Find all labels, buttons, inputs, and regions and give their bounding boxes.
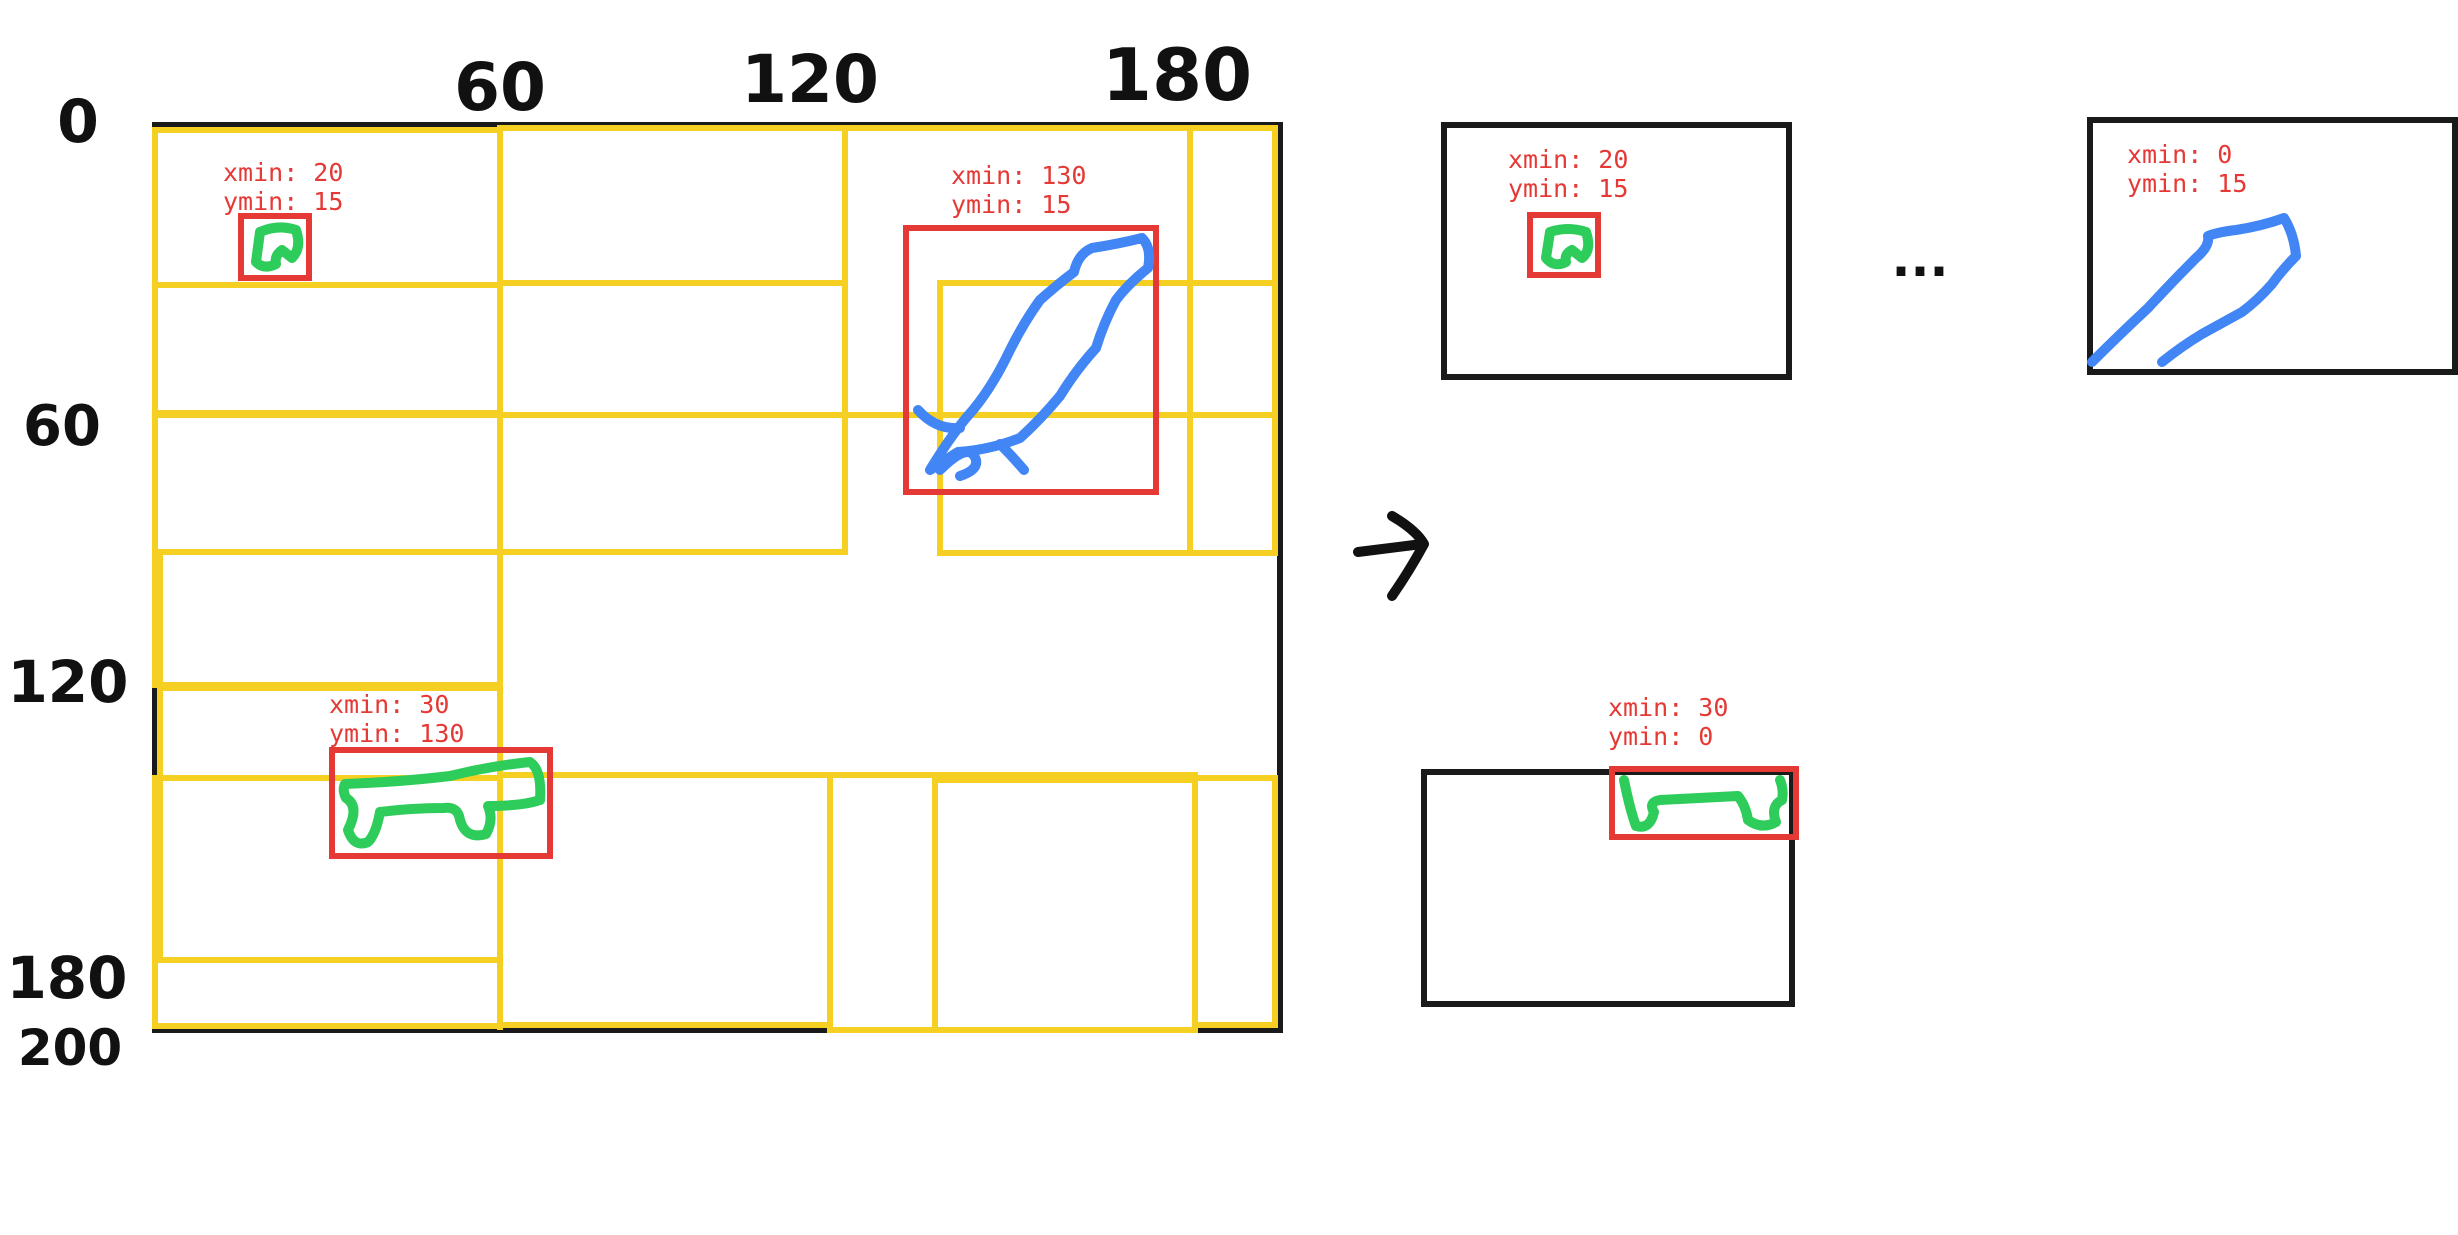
bbox-label-xmin: xmin: 0	[2127, 140, 2232, 169]
source-small-object: xmin: 20 ymin: 15	[223, 158, 343, 281]
bbox-label-ymin: ymin: 15	[2127, 169, 2247, 198]
bbox-label-ymin: ymin: 15	[951, 190, 1071, 219]
tile	[152, 775, 503, 1029]
blue-object-stroke	[925, 233, 1155, 475]
bbox-label-xmin: xmin: 130	[951, 161, 1086, 190]
x-axis-ticks: 60 120 180	[454, 33, 1252, 126]
crop-wide-tile: xmin: 30 ymin: 0	[1421, 693, 1799, 1007]
source-wide-object: xmin: 30 ymin: 130	[329, 690, 553, 859]
crop-frame	[1441, 122, 1792, 380]
crop-blue-tile: xmin: 0 ymin: 15	[2087, 117, 2458, 375]
y-axis-ticks: 0 60 120 180 200	[6, 87, 128, 1077]
bounding-box	[329, 747, 553, 859]
x-tick-60: 60	[454, 49, 546, 126]
bbox-label-xmin: xmin: 30	[1608, 693, 1728, 722]
x-tick-120: 120	[741, 41, 879, 118]
tile	[152, 282, 503, 555]
y-tick-200: 200	[18, 1019, 122, 1077]
tile	[1192, 775, 1278, 1028]
green-object-stroke	[251, 222, 304, 272]
crop-frame	[1421, 769, 1795, 1007]
bbox-label-xmin: xmin: 20	[1508, 145, 1628, 174]
green-object-stroke	[338, 757, 546, 849]
arrow-head	[1387, 511, 1429, 601]
bbox-label-xmin: xmin: 20	[223, 158, 343, 187]
crop-small-tile: xmin: 20 ymin: 15	[1441, 122, 1792, 380]
bbox-label-ymin: ymin: 15	[1508, 174, 1628, 203]
bounding-box	[1527, 212, 1601, 278]
y-tick-180: 180	[6, 944, 127, 1012]
ellipsis: ...	[1892, 230, 1949, 288]
bbox-label-xmin: xmin: 30	[329, 690, 449, 719]
tile	[1187, 125, 1278, 418]
arrow-shaft	[1353, 539, 1427, 557]
tile	[497, 125, 848, 418]
source-blue-object: xmin: 130 ymin: 15	[903, 161, 1159, 495]
x-tick-180: 180	[1102, 33, 1252, 117]
bbox-label-ymin: ymin: 0	[1608, 722, 1713, 751]
tile	[932, 777, 1198, 1033]
y-tick-0: 0	[57, 87, 99, 157]
green-object-stroke	[1619, 775, 1788, 832]
bbox-label-ymin: ymin: 15	[223, 187, 343, 216]
blue-object-tail	[913, 405, 1029, 481]
tile	[827, 772, 1198, 1033]
y-tick-120: 120	[7, 648, 128, 716]
bounding-box	[903, 225, 1159, 495]
crop-frame	[2087, 117, 2458, 375]
green-object-stroke	[1541, 224, 1594, 270]
tile-grid	[152, 125, 1278, 1033]
source-image-frame	[152, 122, 1283, 1033]
bbox-label-ymin: ymin: 130	[329, 719, 464, 748]
blue-object-stroke	[2087, 213, 2301, 367]
bounding-box	[238, 213, 312, 281]
bounding-box	[1609, 766, 1799, 840]
tile	[1187, 280, 1278, 556]
arrow-icon	[1353, 511, 1429, 601]
y-tick-60: 60	[23, 394, 101, 459]
